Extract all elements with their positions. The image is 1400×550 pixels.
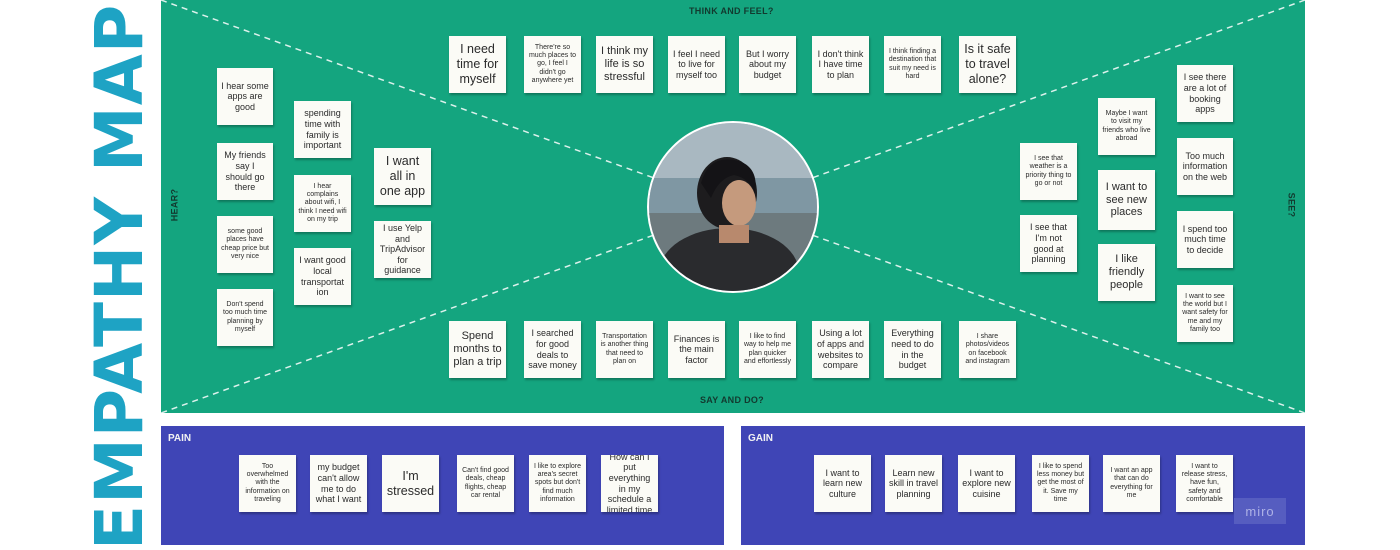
pain-title: PAIN (168, 433, 192, 444)
empathy-board[interactable]: THINK AND FEEL? SAY AND DO? HEAR? SEE? I… (161, 0, 1305, 413)
gain-note[interactable]: I want to release stress, have fun, safe… (1176, 455, 1233, 512)
pain-note[interactable]: I like to explore area's secret spots bu… (529, 455, 586, 512)
say-note[interactable]: I searched for good deals to save money (524, 321, 581, 378)
pain-note[interactable]: Too overwhelmed with the information on … (239, 455, 296, 512)
persona-photo (647, 121, 819, 293)
see-note[interactable]: I want to see the world but I want safet… (1177, 285, 1233, 342)
think-note[interactable]: I think finding a destination that suit … (884, 36, 941, 93)
say-note[interactable]: I share photos/videos on facebook and in… (959, 321, 1016, 378)
pain-note[interactable]: I'm stressed (382, 455, 439, 512)
say-note[interactable]: I like to find way to help me plan quick… (739, 321, 796, 378)
hear-note[interactable]: some good places have cheap price but ve… (217, 216, 273, 273)
see-note[interactable]: I see that I'm not good at planning (1020, 215, 1077, 272)
hear-note[interactable]: I use Yelp and TripAdvisor for guidance (374, 221, 431, 278)
quadrant-label-think: THINK AND FEEL? (689, 6, 774, 16)
gain-note[interactable]: I like to spend less money but get the m… (1032, 455, 1089, 512)
hear-note[interactable]: My friends say I should go there (217, 143, 273, 200)
gain-panel[interactable]: GAIN I want to learn new culture Learn n… (741, 426, 1305, 545)
see-note[interactable]: I like friendly people (1098, 244, 1155, 301)
see-note[interactable]: I see that weather is a priority thing t… (1020, 143, 1077, 200)
gain-title: GAIN (748, 433, 773, 444)
see-note[interactable]: Too much information on the web (1177, 138, 1233, 195)
hear-note[interactable]: I want good local transportat ion (294, 248, 351, 305)
see-note[interactable]: I spend too much time to decide (1177, 211, 1233, 268)
pain-panel[interactable]: PAIN Too overwhelmed with the informatio… (161, 426, 724, 545)
gain-note[interactable]: Learn new skill in travel planning (885, 455, 942, 512)
say-note[interactable]: Transportation is another thing that nee… (596, 321, 653, 378)
title-container: EMPATHY MAP (85, 0, 155, 550)
pain-note[interactable]: Can't find good deals, cheap flights, ch… (457, 455, 514, 512)
see-note[interactable]: I want to see new places (1098, 170, 1155, 230)
gain-note[interactable]: I want to learn new culture (814, 455, 871, 512)
page-title: EMPATHY MAP (85, 3, 155, 550)
say-note[interactable]: Using a lot of apps and websites to comp… (812, 321, 869, 378)
gain-note[interactable]: I want to explore new cuisine (958, 455, 1015, 512)
quadrant-label-see: SEE? (1286, 192, 1297, 218)
say-note[interactable]: Spend months to plan a trip (449, 321, 506, 378)
hear-note[interactable]: I hear complains about wifi, I think I n… (294, 175, 351, 232)
say-note[interactable]: Everything need to do in the budget (884, 321, 941, 378)
think-note[interactable]: There're so much places to go, I feel I … (524, 36, 581, 93)
quadrant-label-say: SAY AND DO? (700, 395, 764, 405)
think-note[interactable]: I think my life is so stressful (596, 36, 653, 93)
see-note[interactable]: I see there are a lot of booking apps (1177, 65, 1233, 122)
hear-note[interactable]: spending time with family is important (294, 101, 351, 158)
say-note[interactable]: Finances is the main factor (668, 321, 725, 378)
miro-watermark: miro (1234, 498, 1286, 524)
gain-note[interactable]: I want an app that can do everything for… (1103, 455, 1160, 512)
see-note[interactable]: Maybe I want to visit my friends who liv… (1098, 98, 1155, 155)
think-note[interactable]: I don't think I have time to plan (812, 36, 869, 93)
pain-note[interactable]: my budget can't allow me to do what I wa… (310, 455, 367, 512)
hear-note[interactable]: I hear some apps are good (217, 68, 273, 125)
quadrant-label-hear: HEAR? (169, 188, 180, 222)
hear-note[interactable]: I want all in one app (374, 148, 431, 205)
think-note[interactable]: But I worry about my budget (739, 36, 796, 93)
hear-note[interactable]: Don't spend too much time planning by my… (217, 289, 273, 346)
persona-image (649, 123, 817, 291)
think-note[interactable]: I need time for myself (449, 36, 506, 93)
pain-note[interactable]: How can I put everything in my schedule … (601, 455, 658, 512)
think-note[interactable]: Is it safe to travel alone? (959, 36, 1016, 93)
think-note[interactable]: I feel I need to live for myself too (668, 36, 725, 93)
